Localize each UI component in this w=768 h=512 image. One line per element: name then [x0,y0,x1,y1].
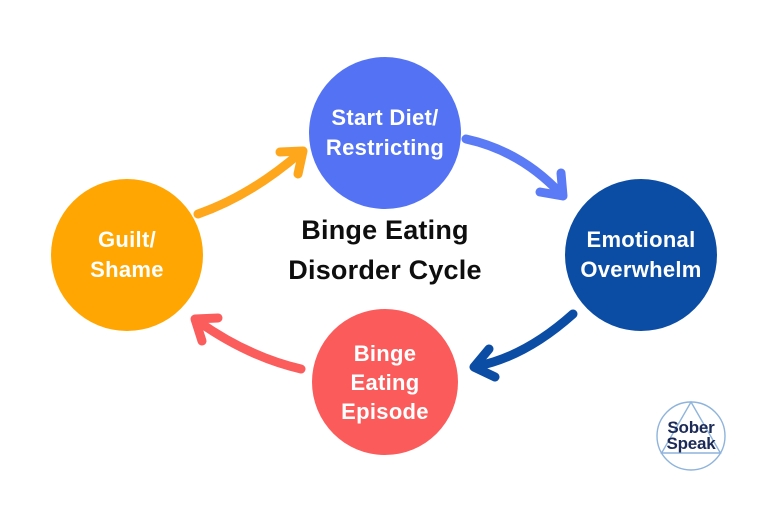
node-label-emotional-overwhelm: Emotional Overwhelm [565,179,717,331]
node-circle-guilt-shame [51,179,203,331]
diagram-title: Binge Eating Disorder Cycle [245,210,525,290]
node-label-binge-eating-episode: Binge Eating Episode [312,309,458,455]
logo-text-line: Speak [666,434,716,453]
diagram-title-line: Binge Eating [301,215,469,245]
logo-text-line: Sober [667,418,715,437]
arrow-binge-to-guilt [190,313,306,374]
node-label-line: Overwhelm [580,257,702,282]
node-circle-start-diet [309,57,461,209]
arrow-guilt-to-diet [193,146,308,219]
node-label-line: Restricting [325,135,445,160]
node-label-line: Episode [341,398,429,424]
node-circle-emotional-overwhelm [565,179,717,331]
node-label-guilt-shame: Guilt/ Shame [51,179,203,331]
arrow-overwhelm-to-binge [469,309,578,382]
node-label-line: Emotional [586,227,696,252]
diagram-title-line: Disorder Cycle [288,255,482,285]
sober-speak-logo-mark [656,400,726,471]
sober-speak-logo-text: Sober Speak [651,402,731,470]
node-label-line: Start Diet/ [331,105,439,130]
node-label-start-diet: Start Diet/ Restricting [309,57,461,209]
node-label-line: Guilt/ [97,227,156,252]
logo-triangle-icon [660,400,722,454]
node-circle-binge-eating-episode [312,309,458,455]
node-label-line: Shame [90,257,164,282]
node-label-line: Binge [353,340,417,366]
node-label-line: Eating [350,369,420,395]
arrow-diet-to-overwhelm [461,134,568,201]
